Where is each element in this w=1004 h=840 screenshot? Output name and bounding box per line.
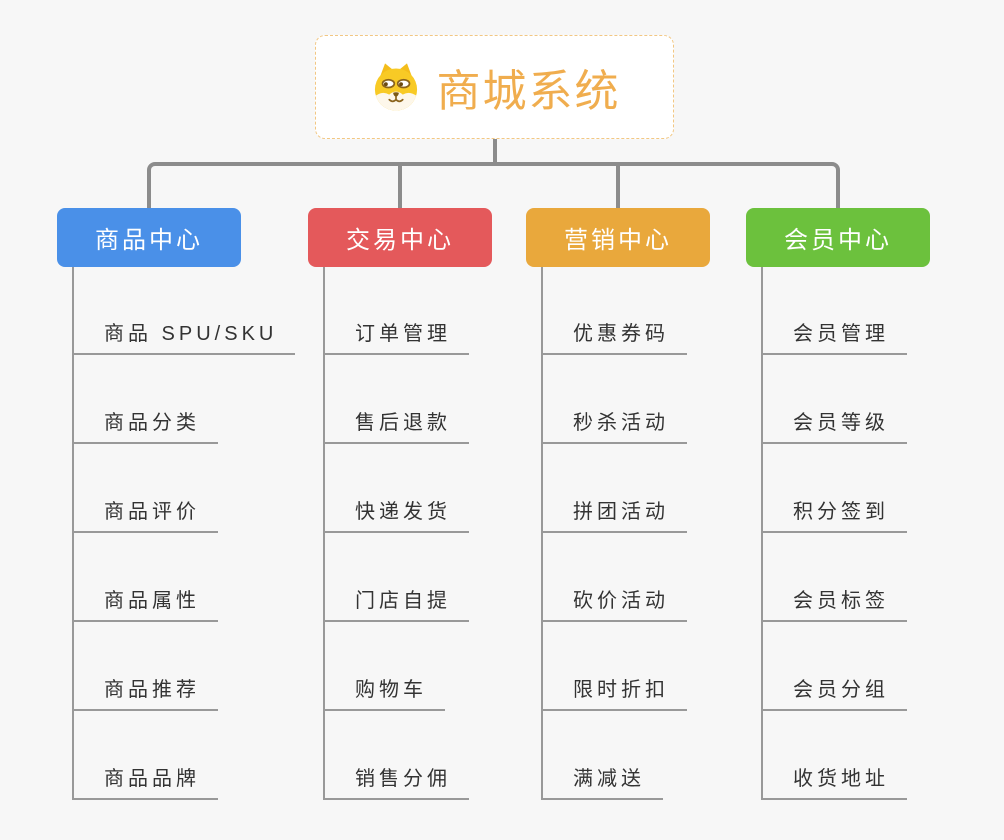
branch-item-list: 会员管理 会员等级 积分签到 会员标签 会员分组 收货地址	[761, 266, 907, 800]
root-topic-node[interactable]: 商城系统	[315, 35, 674, 139]
list-item: 商品评价	[72, 444, 295, 533]
topic-label[interactable]: 订单管理	[323, 317, 469, 355]
list-item: 售后退款	[323, 355, 469, 444]
topic-label[interactable]: 商品品牌	[72, 762, 218, 800]
connector-bus-left	[147, 162, 495, 208]
connector-drop-branch-3	[616, 162, 620, 208]
branch-header-trade-center[interactable]: 交易中心	[308, 208, 492, 267]
list-item: 会员分组	[761, 622, 907, 711]
topic-label[interactable]: 商品推荐	[72, 673, 218, 711]
list-item: 会员标签	[761, 533, 907, 622]
topic-label[interactable]: 会员等级	[761, 406, 907, 444]
topic-label[interactable]: 砍价活动	[541, 584, 687, 622]
topic-label[interactable]: 快递发货	[323, 495, 469, 533]
list-item: 销售分佣	[323, 711, 469, 800]
branch-item-list: 订单管理 售后退款 快递发货 门店自提 购物车 销售分佣	[323, 266, 469, 800]
topic-label[interactable]: 商品评价	[72, 495, 218, 533]
topic-label[interactable]: 购物车	[323, 673, 445, 711]
list-item: 会员等级	[761, 355, 907, 444]
branch-connector-line	[541, 267, 543, 800]
list-item: 收货地址	[761, 711, 907, 800]
topic-label[interactable]: 售后退款	[323, 406, 469, 444]
topic-label[interactable]: 收货地址	[761, 762, 907, 800]
list-item: 商品分类	[72, 355, 295, 444]
branch-item-list: 优惠券码 秒杀活动 拼团活动 砍价活动 限时折扣 满减送	[541, 266, 687, 800]
topic-label[interactable]: 满减送	[541, 762, 663, 800]
branch-header-product-center[interactable]: 商品中心	[57, 208, 241, 267]
list-item: 门店自提	[323, 533, 469, 622]
branch-header-marketing-center[interactable]: 营销中心	[526, 208, 710, 267]
list-item: 会员管理	[761, 266, 907, 355]
dog-icon	[369, 60, 423, 114]
list-item: 优惠券码	[541, 266, 687, 355]
topic-label[interactable]: 秒杀活动	[541, 406, 687, 444]
list-item: 满减送	[541, 711, 687, 800]
connector-root-stub	[493, 139, 497, 165]
topic-label[interactable]: 优惠券码	[541, 317, 687, 355]
list-item: 商品推荐	[72, 622, 295, 711]
list-item: 拼团活动	[541, 444, 687, 533]
branch-header-member-center[interactable]: 会员中心	[746, 208, 930, 267]
topic-label[interactable]: 商品 SPU/SKU	[72, 317, 296, 355]
root-topic-title: 商城系统	[436, 67, 621, 116]
list-item: 商品品牌	[72, 711, 295, 800]
list-item: 砍价活动	[541, 533, 687, 622]
list-item: 快递发货	[323, 444, 469, 533]
topic-label[interactable]: 会员管理	[761, 317, 907, 355]
topic-label[interactable]: 商品分类	[72, 406, 218, 444]
topic-label[interactable]: 会员分组	[761, 673, 907, 711]
branch-connector-line	[761, 267, 763, 800]
list-item: 商品 SPU/SKU	[72, 266, 296, 355]
branch-connector-line	[72, 267, 74, 800]
topic-label[interactable]: 商品属性	[72, 584, 218, 622]
list-item: 商品属性	[72, 533, 295, 622]
topic-label[interactable]: 积分签到	[761, 495, 907, 533]
connector-bus-right	[495, 162, 840, 208]
list-item: 限时折扣	[541, 622, 687, 711]
topic-label[interactable]: 门店自提	[323, 584, 469, 622]
list-item: 订单管理	[323, 266, 469, 355]
branch-connector-line	[323, 267, 325, 800]
branch-item-list: 商品 SPU/SKU 商品分类 商品评价 商品属性 商品推荐 商品品牌	[72, 266, 296, 800]
topic-label[interactable]: 拼团活动	[541, 495, 687, 533]
list-item: 秒杀活动	[541, 355, 687, 444]
topic-label[interactable]: 限时折扣	[541, 673, 687, 711]
list-item: 购物车	[323, 622, 469, 711]
list-item: 积分签到	[761, 444, 907, 533]
topic-label[interactable]: 会员标签	[761, 584, 907, 622]
topic-label[interactable]: 销售分佣	[323, 762, 469, 800]
connector-drop-branch-2	[398, 162, 402, 208]
